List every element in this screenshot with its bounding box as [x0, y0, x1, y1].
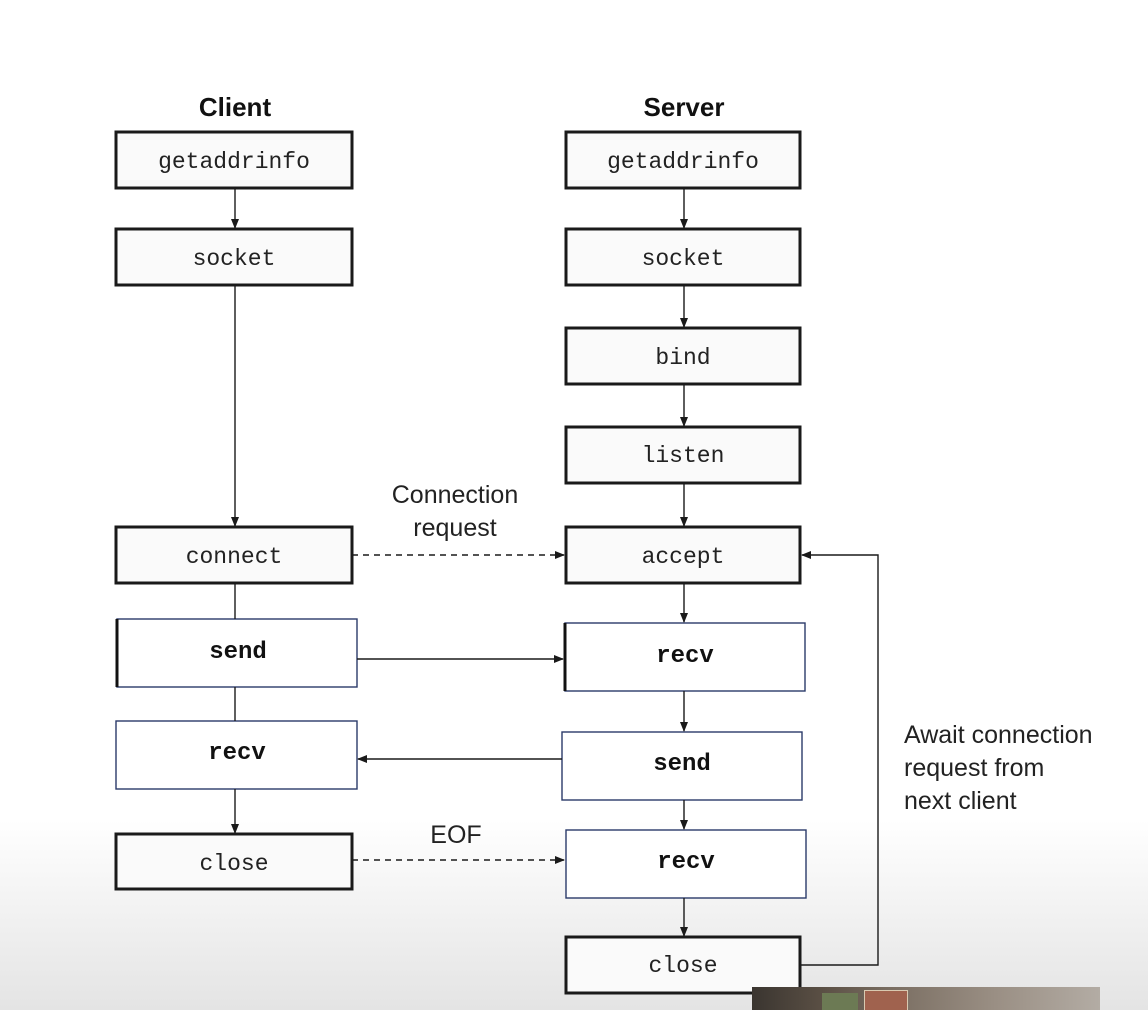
server-heading: Server: [644, 92, 725, 122]
server-send-label: send: [653, 751, 711, 778]
server-recv-label: recv: [656, 643, 714, 670]
server-recv-second-label: recv: [657, 849, 715, 876]
connection-request-label-line2: request: [413, 514, 496, 542]
thumbnail-picture-left: [822, 993, 858, 1010]
connection-request-label-line1: Connection: [392, 481, 518, 509]
server-listen-box: listen: [564, 425, 802, 485]
server-listen-label: listen: [642, 443, 725, 469]
await-loop-arrow: [800, 551, 879, 966]
client-recv-label: recv: [208, 740, 266, 767]
eof-label: EOF: [430, 821, 481, 849]
server-socket-box: socket: [564, 227, 802, 287]
server-socket-label: socket: [642, 246, 725, 272]
server-getaddrinfo-label: getaddrinfo: [607, 149, 759, 175]
client-send-label: send: [209, 639, 267, 666]
client-getaddrinfo-label: getaddrinfo: [158, 149, 310, 175]
client-recv-box: recv: [115, 720, 358, 790]
await-label-line1: Await connection: [904, 721, 1093, 749]
client-connect-box: connect: [114, 525, 354, 585]
client-close-label: close: [199, 851, 268, 877]
client-socket-box: socket: [114, 227, 354, 287]
thumbnail-picture-right: [864, 990, 908, 1010]
await-label-line3: next client: [904, 787, 1017, 815]
server-bind-box: bind: [564, 326, 802, 386]
server-close-box: close: [564, 935, 802, 995]
client-getaddrinfo-box: getaddrinfo: [114, 130, 354, 190]
video-thumbnail: [752, 987, 1100, 1010]
client-send-box: send: [115, 618, 358, 688]
server-close-label: close: [648, 953, 717, 979]
await-label-line2: request from: [904, 754, 1044, 782]
server-getaddrinfo-box: getaddrinfo: [564, 130, 802, 190]
client-connect-label: connect: [186, 544, 283, 570]
server-send-box: send: [561, 731, 803, 801]
server-accept-label: accept: [642, 544, 725, 570]
server-accept-box: accept: [564, 525, 802, 585]
client-heading: Client: [199, 92, 272, 122]
client-socket-label: socket: [193, 246, 276, 272]
server-recv-box: recv: [563, 622, 806, 692]
client-close-box: close: [114, 832, 354, 891]
server-recv-second-box: recv: [565, 829, 807, 899]
server-bind-label: bind: [655, 345, 710, 371]
